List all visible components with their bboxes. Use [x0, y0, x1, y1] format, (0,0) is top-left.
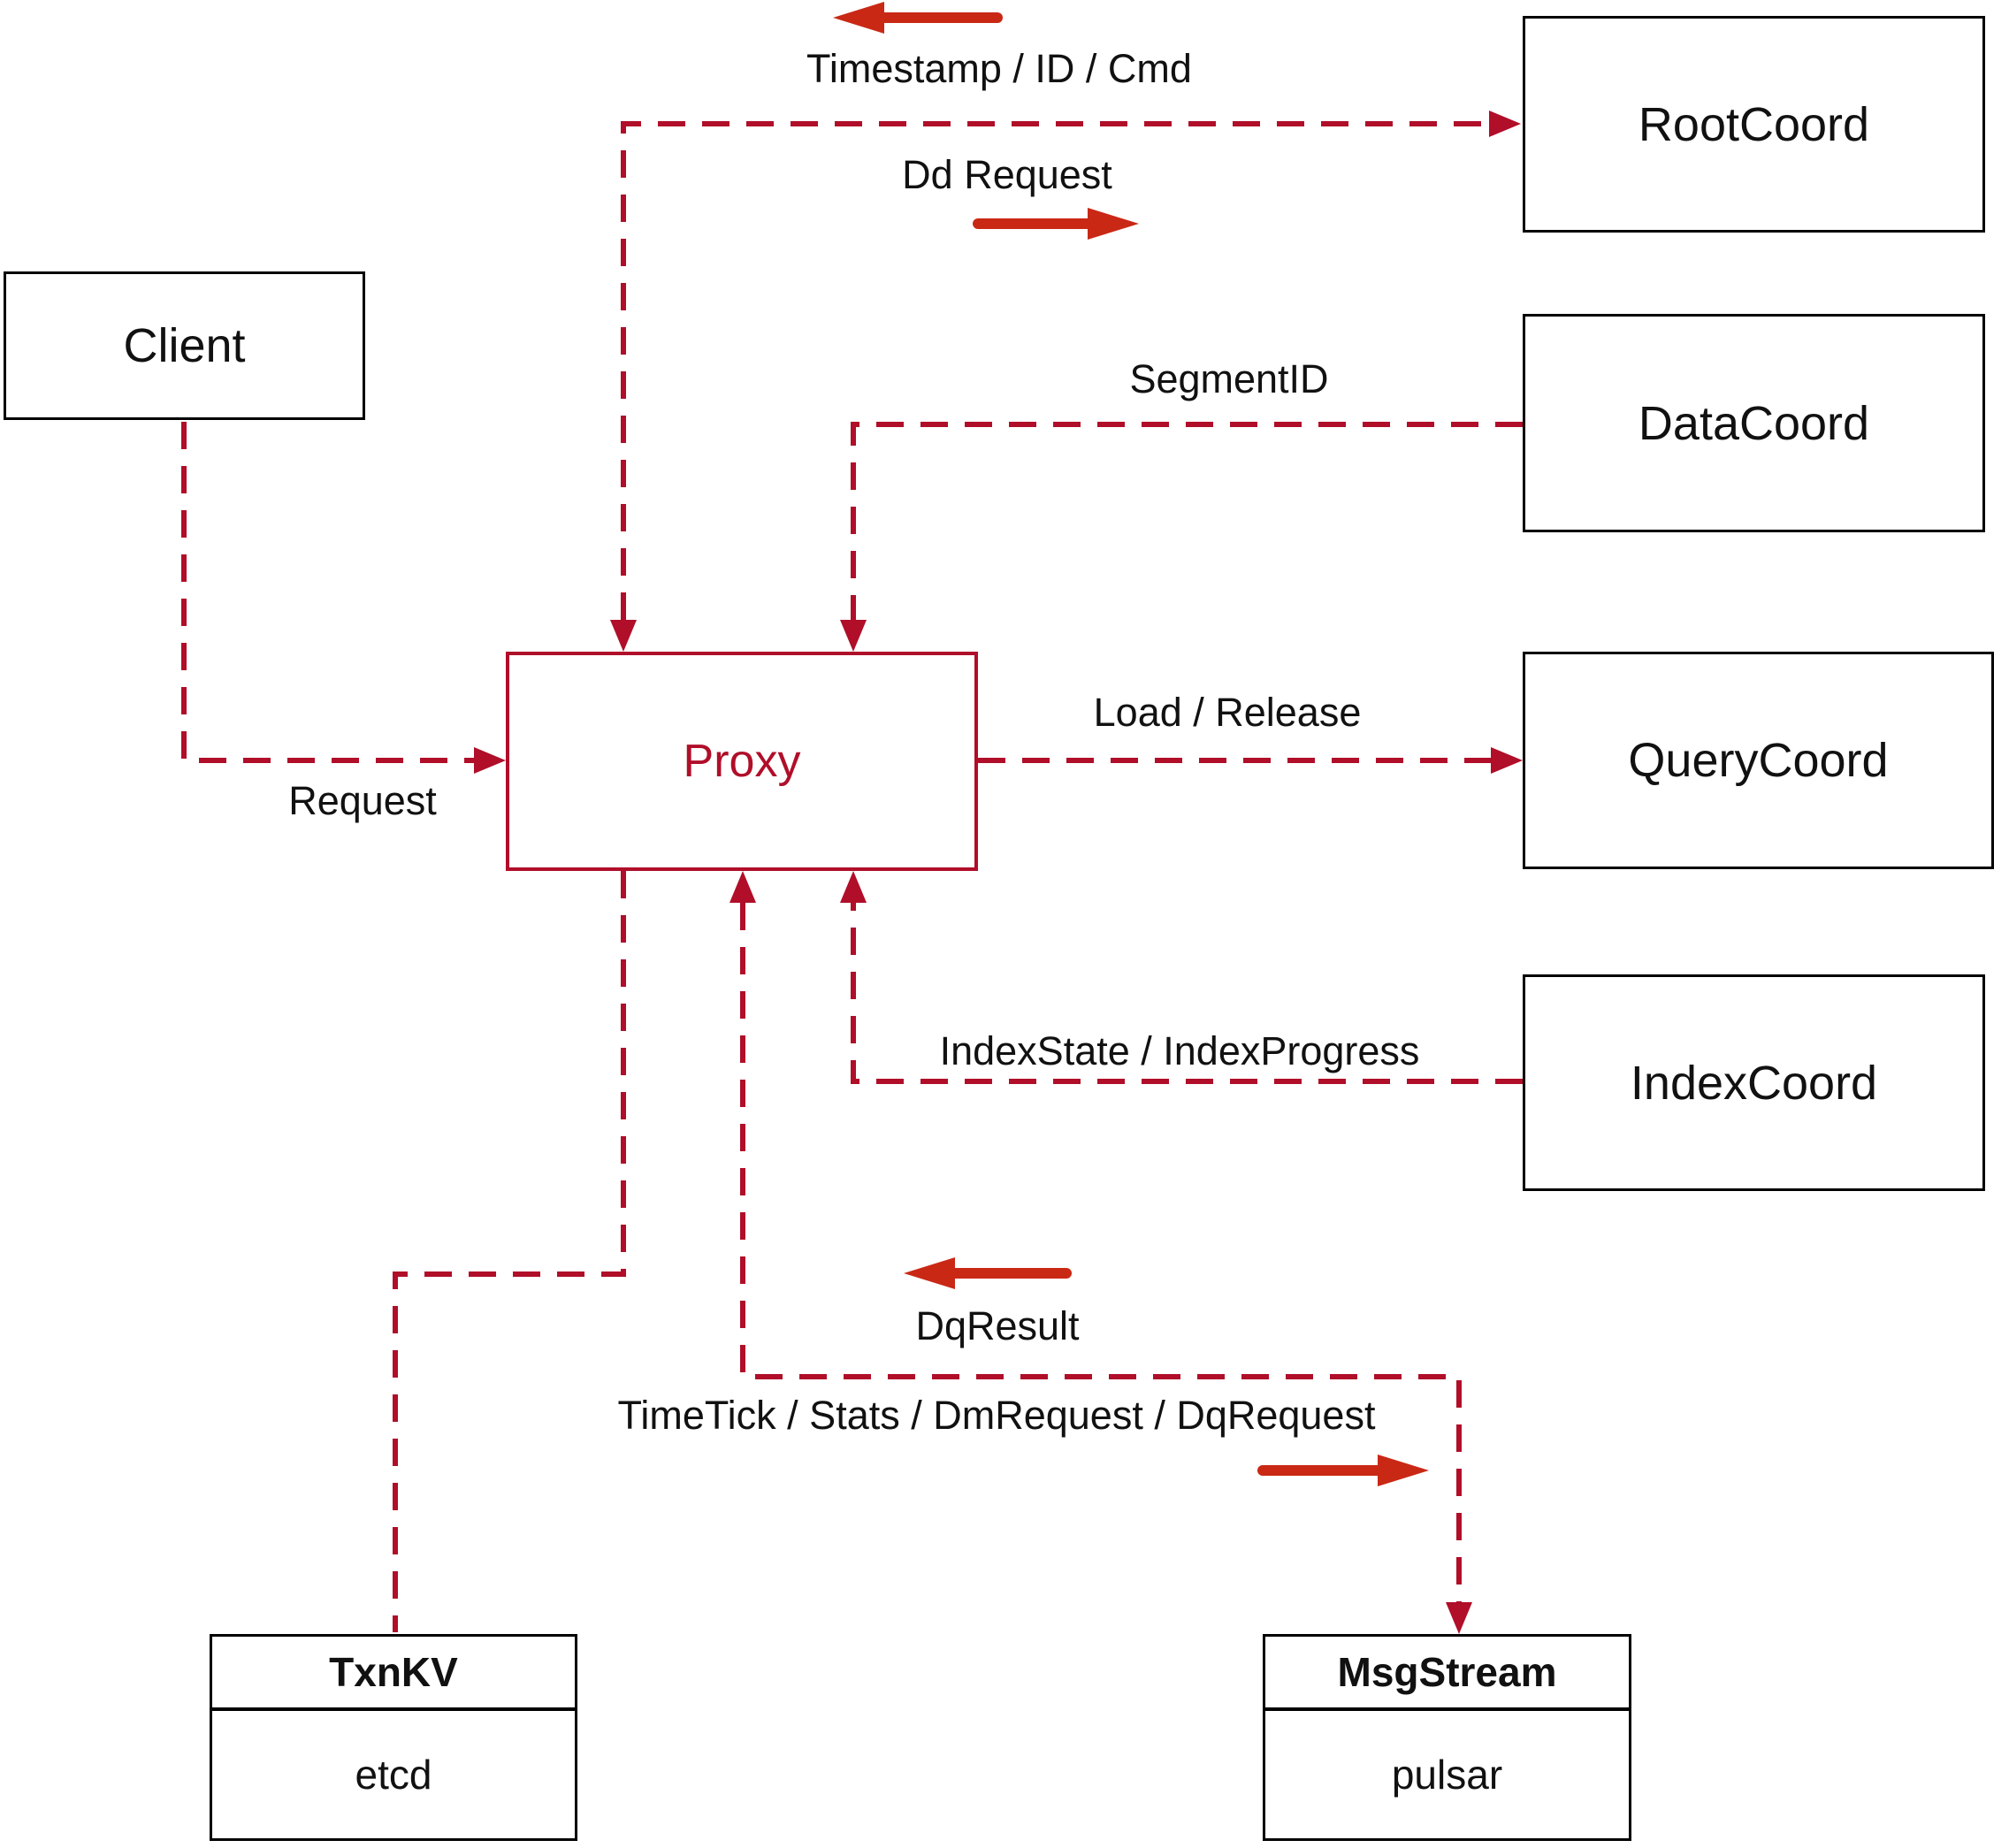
- node-proxy-label: Proxy: [683, 736, 801, 787]
- edge-label-load-release: Load / Release: [1093, 690, 1362, 735]
- node-rootcoord: RootCoord: [1523, 16, 1985, 233]
- direction-arrow-left-timestamp: [833, 2, 1003, 34]
- node-datacoord-label: DataCoord: [1638, 396, 1870, 450]
- node-indexcoord-label: IndexCoord: [1630, 1056, 1878, 1110]
- node-msgstream: MsgStream pulsar: [1263, 1634, 1631, 1841]
- edge-label-timetick: TimeTick / Stats / DmRequest / DqRequest: [617, 1393, 1376, 1438]
- node-querycoord: QueryCoord: [1523, 652, 1994, 869]
- node-client: Client: [4, 271, 365, 420]
- edge-client-proxy: [181, 422, 506, 774]
- node-querycoord-label: QueryCoord: [1628, 734, 1889, 787]
- edge-label-timestamp-id-cmd: Timestamp / ID / Cmd: [806, 46, 1192, 91]
- node-txnkv-subtitle: etcd: [355, 1752, 432, 1798]
- edge-label-dqresult: DqResult: [915, 1303, 1080, 1348]
- node-proxy: Proxy: [506, 652, 978, 871]
- edge-proxy-querycoord: [978, 747, 1523, 774]
- node-indexcoord: IndexCoord: [1523, 974, 1985, 1191]
- edge-indexcoord-proxy: [840, 871, 1523, 1084]
- edge-proxy-msgstream: [730, 871, 1472, 1634]
- direction-arrow-right-timetick: [1257, 1455, 1429, 1486]
- node-rootcoord-label: RootCoord: [1638, 97, 1870, 151]
- edge-proxy-txnkv: [393, 871, 626, 1632]
- direction-arrow-left-dqresult: [904, 1257, 1072, 1289]
- node-msgstream-title: MsgStream: [1265, 1637, 1629, 1711]
- node-txnkv: TxnKV etcd: [210, 1634, 577, 1841]
- node-msgstream-subtitle: pulsar: [1391, 1752, 1503, 1798]
- edge-label-segmentid: SegmentID: [1129, 356, 1329, 401]
- edge-label-indexstate: IndexState / IndexProgress: [939, 1028, 1420, 1073]
- edge-datacoord-proxy: [840, 422, 1523, 652]
- node-txnkv-title: TxnKV: [212, 1637, 575, 1711]
- node-client-label: Client: [123, 319, 246, 372]
- edge-proxy-rootcoord: [610, 111, 1521, 652]
- edge-label-request: Request: [288, 778, 437, 823]
- direction-arrow-right-dd-request: [973, 208, 1139, 240]
- edge-label-dd-request: Dd Request: [902, 152, 1112, 197]
- node-datacoord: DataCoord: [1523, 314, 1985, 532]
